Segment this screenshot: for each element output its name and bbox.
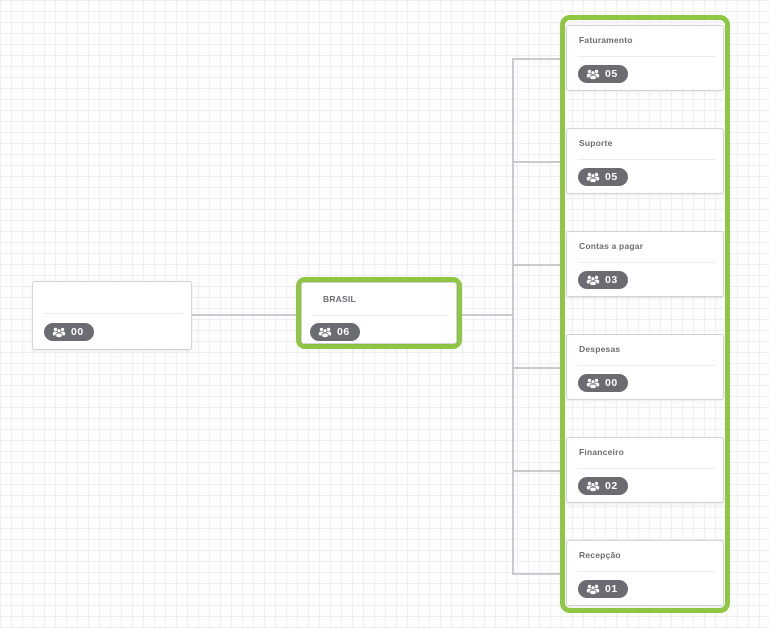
org-node-parent[interactable]: BRASIL 06	[301, 282, 457, 344]
member-count-badge: 00	[44, 323, 94, 341]
node-title: Suporte	[579, 138, 613, 148]
node-divider	[44, 313, 183, 314]
org-node-recepcao[interactable]: Recepção 01	[566, 540, 724, 606]
org-node-root[interactable]: 00	[32, 281, 192, 350]
connector-branch-1	[512, 58, 560, 60]
users-icon	[586, 275, 600, 286]
org-node-faturamento[interactable]: Faturamento 05	[566, 25, 724, 91]
node-divider	[578, 468, 715, 469]
node-title: BRASIL	[323, 294, 356, 304]
users-icon	[586, 172, 600, 183]
org-node-financeiro[interactable]: Financeiro 02	[566, 437, 724, 503]
highlight-frame-children: Faturamento 05 Suporte 05 Contas a pagar…	[560, 15, 730, 613]
member-count: 03	[605, 274, 618, 286]
connector-branch-4	[512, 367, 560, 369]
org-node-despesas[interactable]: Despesas 00	[566, 334, 724, 400]
connector-root-to-parent	[192, 314, 296, 316]
member-count: 01	[605, 583, 618, 595]
users-icon	[586, 378, 600, 389]
member-count-badge: 05	[578, 65, 628, 83]
node-title: Recepção	[579, 550, 621, 560]
member-count: 00	[605, 377, 618, 389]
users-icon	[52, 327, 66, 338]
node-title: Financeiro	[579, 447, 624, 457]
member-count-badge: 03	[578, 271, 628, 289]
node-divider	[578, 262, 715, 263]
node-divider	[578, 571, 715, 572]
member-count-badge: 06	[310, 323, 360, 341]
member-count: 06	[337, 326, 350, 338]
connector-branch-5	[512, 470, 560, 472]
org-node-suporte[interactable]: Suporte 05	[566, 128, 724, 194]
node-divider	[578, 365, 715, 366]
member-count-badge: 00	[578, 374, 628, 392]
connector-trunk	[512, 58, 514, 574]
connector-branch-6	[512, 573, 560, 575]
connector-parent-to-trunk	[462, 314, 512, 316]
member-count: 05	[605, 171, 618, 183]
connector-branch-2	[512, 161, 560, 163]
users-icon	[586, 481, 600, 492]
node-divider	[578, 159, 715, 160]
highlight-frame-parent: BRASIL 06	[296, 277, 462, 349]
member-count-badge: 01	[578, 580, 628, 598]
member-count-badge: 05	[578, 168, 628, 186]
member-count: 00	[71, 326, 84, 338]
node-divider	[578, 56, 715, 57]
node-title: Contas a pagar	[579, 241, 644, 251]
member-count: 05	[605, 68, 618, 80]
member-count-badge: 02	[578, 477, 628, 495]
node-title: Faturamento	[579, 35, 633, 45]
node-divider	[313, 315, 448, 316]
users-icon	[318, 327, 332, 338]
member-count: 02	[605, 480, 618, 492]
node-title: Despesas	[579, 344, 621, 354]
users-icon	[586, 69, 600, 80]
org-node-contas-a-pagar[interactable]: Contas a pagar 03	[566, 231, 724, 297]
users-icon	[586, 584, 600, 595]
connector-branch-3	[512, 264, 560, 266]
